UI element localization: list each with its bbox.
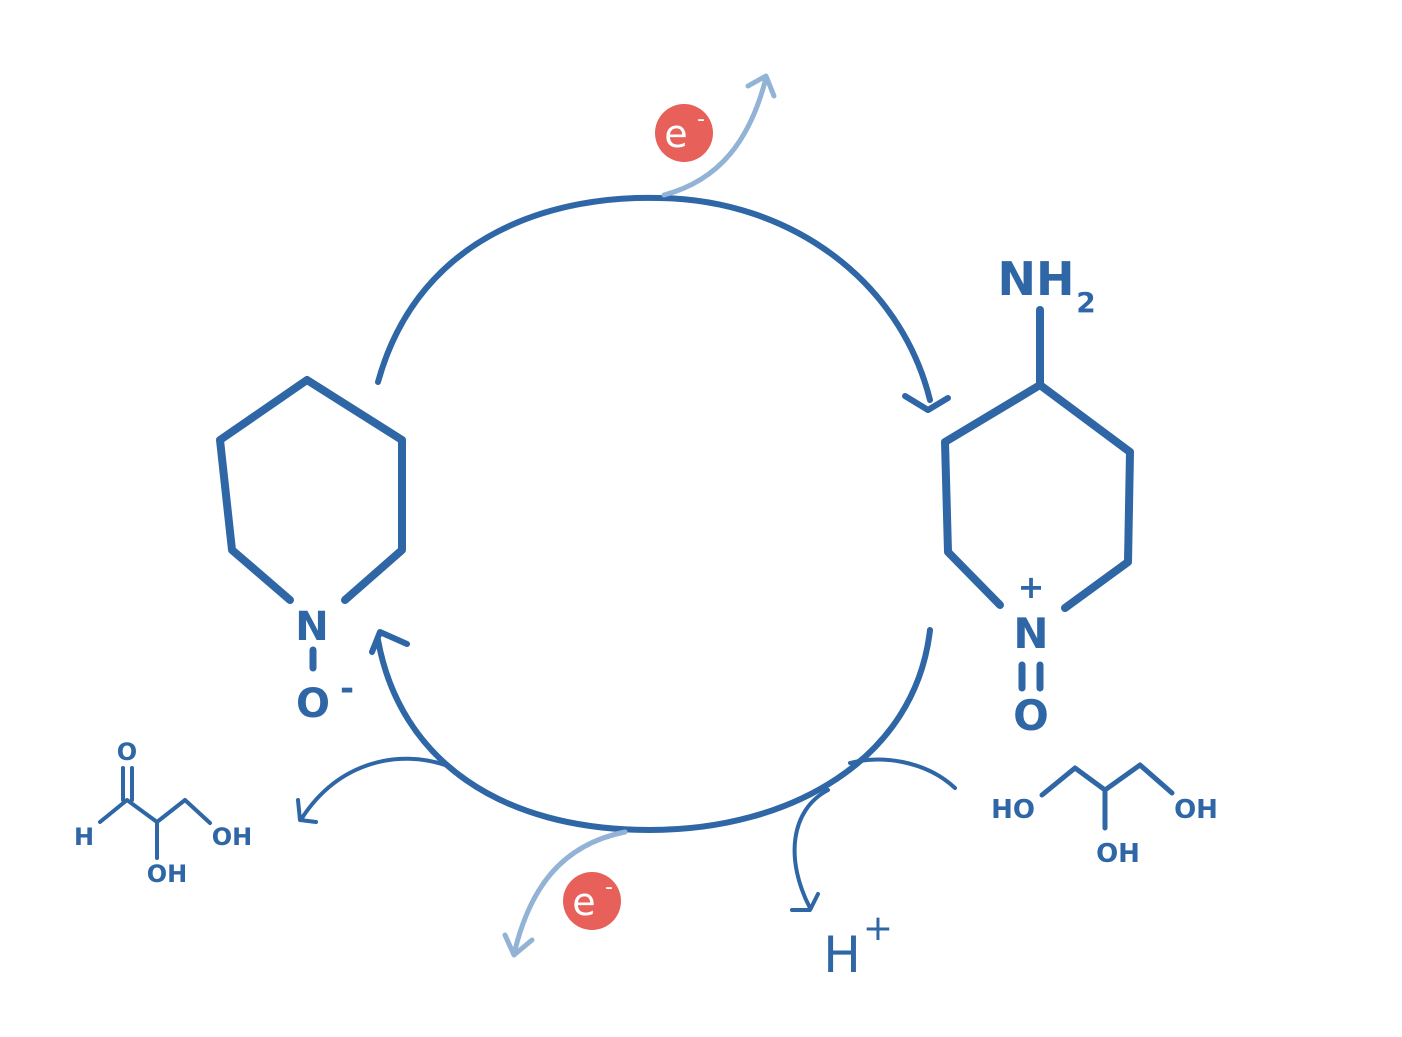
- electron-badge-bottom-circle: [563, 872, 621, 930]
- glycerol-right-oh: OH: [1174, 795, 1218, 825]
- arrowhead-electron-top-icon: [745, 73, 777, 99]
- arrowhead-proton-icon: [790, 892, 820, 912]
- electron-badge-bottom: e -: [563, 872, 621, 930]
- arrowhead-top-right-icon: [902, 393, 951, 413]
- electron-badge-top-circle: [655, 104, 713, 162]
- electron-top-label: e: [664, 112, 687, 156]
- electron-bottom-charge: -: [605, 875, 613, 900]
- glyceraldehyde-h: H: [74, 823, 94, 851]
- amino-subscript: 2: [1076, 286, 1095, 319]
- glyceraldehyde-middle-oh: OH: [147, 860, 188, 888]
- arrowhead-product-icon: [296, 798, 318, 824]
- glycerol-left-oh: HO: [991, 795, 1035, 825]
- amino-substituent-label: NH: [998, 252, 1075, 306]
- arrowhead-electron-bottom-icon: [502, 932, 535, 958]
- right-ring-bonds: [941, 381, 1134, 612]
- glyceraldehyde-molecule: O H OH OH: [74, 738, 252, 888]
- product-arrow: [296, 756, 447, 824]
- electron-badge-top: e -: [655, 104, 713, 162]
- proton-product: H +: [823, 908, 893, 984]
- proton-label: H: [823, 926, 861, 984]
- left-nitrogen-label: N: [295, 604, 328, 650]
- glyceraldehyde-carbonyl-o: O: [117, 738, 137, 766]
- right-nitrogen-label: N: [1013, 609, 1048, 658]
- electron-arrow-bottom: [502, 829, 628, 958]
- electron-top-charge: -: [697, 107, 705, 132]
- electron-bottom-label: e: [572, 880, 595, 924]
- left-oxygen-label: O: [296, 681, 330, 727]
- right-nitrogen-charge: +: [1018, 568, 1045, 606]
- cycle-arc-bottom: [369, 627, 933, 834]
- glycerol-middle-oh: OH: [1096, 839, 1140, 869]
- glycerol-molecule: HO OH OH: [991, 762, 1218, 869]
- glyceraldehyde-terminal-oh: OH: [212, 823, 253, 851]
- substrate-arrow: [790, 757, 957, 912]
- left-ring-bonds: [216, 376, 406, 604]
- proton-arrow-path: [792, 788, 830, 910]
- proton-charge: +: [863, 908, 893, 949]
- left-oxygen-charge: -: [340, 669, 354, 709]
- glyceraldehyde-skeleton: [98, 798, 212, 825]
- arrowhead-bottom-left-icon: [369, 629, 410, 655]
- hydroxylamine-molecule: N O -: [216, 376, 406, 727]
- right-oxygen-label: O: [1013, 691, 1049, 740]
- electron-arrow-top: [661, 73, 777, 198]
- oxoammonium-molecule: NH 2 + N O: [941, 252, 1134, 740]
- cycle-arc-top: [375, 194, 951, 413]
